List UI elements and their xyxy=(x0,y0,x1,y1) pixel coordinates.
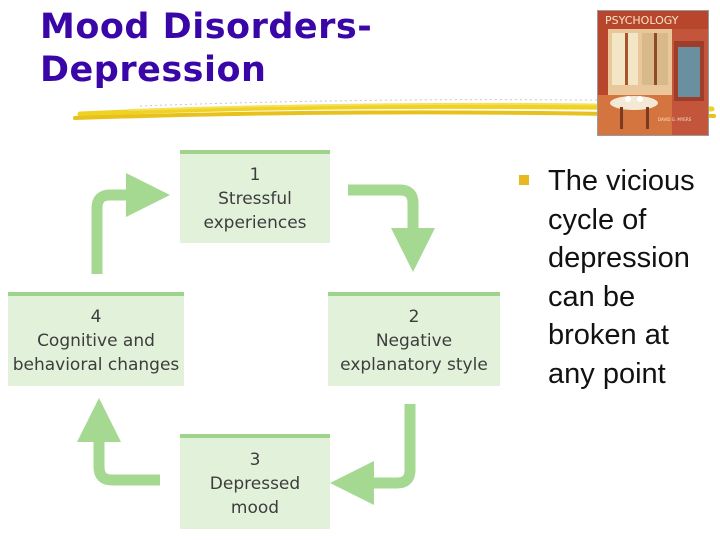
step-1-number: 1 xyxy=(249,164,261,185)
step-4-number: 4 xyxy=(90,307,102,327)
bullet-list: The vicious cycle of depression can be b… xyxy=(519,162,714,393)
step-2-line-1: Negative xyxy=(375,331,453,351)
step-3-line-1: Depressed xyxy=(209,473,301,494)
arrow-3-to-4 xyxy=(77,398,160,486)
arrow-1-to-2 xyxy=(348,184,435,272)
book-author: DAVID G. MYERS xyxy=(658,117,692,122)
cycle-step-2: 2 Negative explanatory style xyxy=(328,292,500,386)
slide-title: Mood Disorders- Depression xyxy=(40,6,372,92)
book-title: PSYCHOLOGY xyxy=(605,14,679,27)
bullet-item: The vicious cycle of depression can be b… xyxy=(519,162,714,393)
step-2-number: 2 xyxy=(408,307,420,327)
title-line-2: Depression xyxy=(40,50,267,90)
step-3-line-2: mood xyxy=(230,497,280,518)
square-bullet-icon xyxy=(519,175,529,185)
cycle-step-3: 3 Depressed mood xyxy=(180,434,330,529)
arrow-4-to-1 xyxy=(91,173,170,274)
step-1-line-2: experiences xyxy=(203,212,307,233)
bullet-text: The vicious cycle of depression can be b… xyxy=(548,165,695,390)
cycle-step-4: 4 Cognitive and behavioral changes xyxy=(8,292,184,386)
step-2-line-2: explanatory style xyxy=(340,355,488,375)
cycle-step-1: 1 Stressful experiences xyxy=(180,150,330,243)
book-cover-image: PSYCHOLOGY DAVID G. MYERS xyxy=(597,10,709,136)
title-line-1: Mood Disorders- xyxy=(40,7,373,47)
step-4-line-1: Cognitive and xyxy=(37,331,155,351)
arrow-2-to-3 xyxy=(330,404,416,505)
step-4-line-2: behavioral changes xyxy=(12,355,180,375)
step-1-line-1: Stressful xyxy=(218,188,292,209)
step-3-number: 3 xyxy=(249,449,261,470)
